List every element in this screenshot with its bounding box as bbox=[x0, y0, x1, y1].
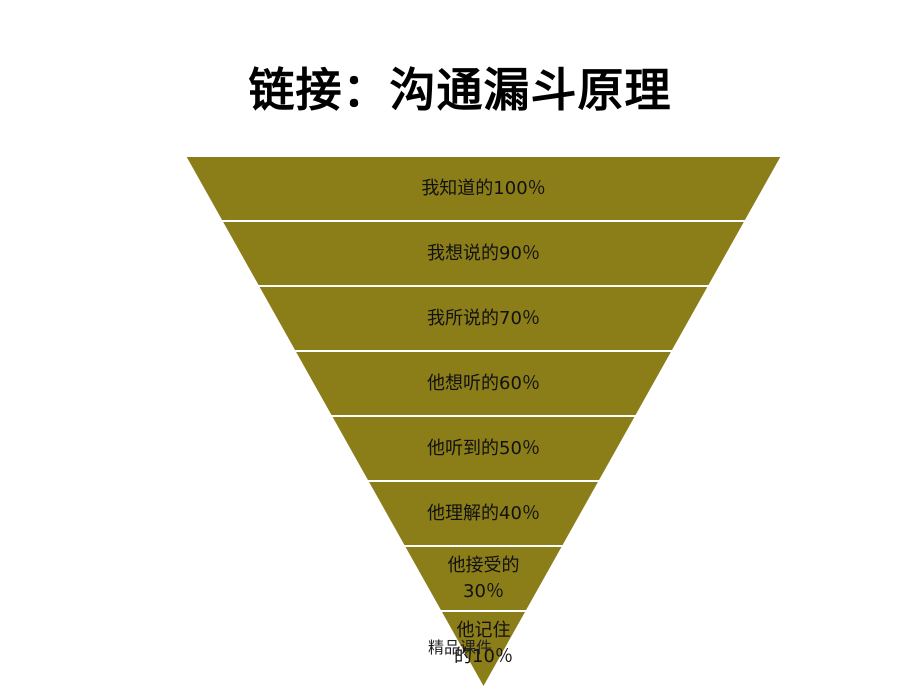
funnel-level-4: 他想听的60％ bbox=[292, 350, 675, 417]
funnel-label-line: 他理解的40％ bbox=[427, 503, 540, 524]
funnel-label-line: 我所说的70％ bbox=[427, 308, 540, 329]
funnel-label-line: 我想说的90％ bbox=[427, 243, 540, 264]
funnel-label-line: 他记住 bbox=[457, 620, 511, 641]
funnel-level-7: 他接受的 30％ bbox=[402, 545, 565, 612]
funnel-level-6: 他理解的40％ bbox=[365, 480, 602, 547]
funnel-level-1: 我知道的100％ bbox=[183, 155, 784, 222]
funnel-level-3: 我所说的70％ bbox=[256, 285, 711, 352]
funnel-band bbox=[438, 610, 529, 690]
funnel-label-line: 我知道的100％ bbox=[421, 178, 545, 199]
funnel-label-line: 他接受的 bbox=[448, 555, 520, 576]
funnel-label-line: 的10％ bbox=[454, 646, 513, 667]
funnel-label-line: 30％ bbox=[463, 581, 504, 602]
funnel-level-5: 他听到的50％ bbox=[329, 415, 638, 482]
funnel-label-line: 他听到的50％ bbox=[427, 438, 540, 459]
footer-watermark: 精品课件 bbox=[427, 638, 492, 657]
page-title: 链接：沟通漏斗原理 bbox=[248, 63, 672, 117]
funnel-level-2: 我想说的90％ bbox=[219, 220, 748, 287]
funnel-label-line: 他想听的60％ bbox=[427, 373, 540, 394]
